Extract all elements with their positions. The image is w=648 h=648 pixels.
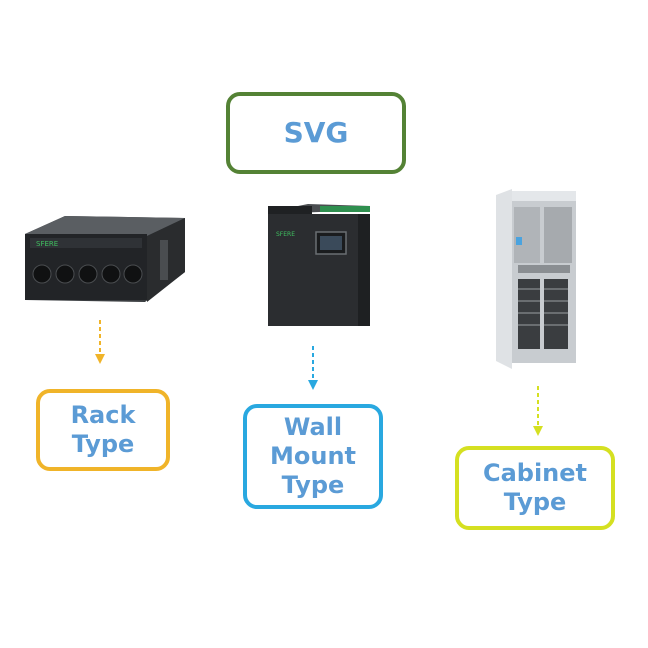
svg-title: SVG [283,116,349,150]
wall-mount-type-box: Wall Mount Type [243,404,383,509]
cabinet-arrow [533,386,543,436]
rack-device-image: SFERE [25,216,185,302]
wall-mount-device-image: SFERE [268,204,370,326]
cabinet-type-label: Cabinet Type [482,459,588,516]
cabinet-device-image [496,189,576,369]
svg-title-box: SVG [226,92,406,174]
wall-logo: SFERE [276,231,295,238]
cabinet-type-box: Cabinet Type [455,446,615,530]
rack-type-box: Rack Type [36,389,170,471]
rack-logo: SFERE [36,240,58,248]
wall-arrow [308,346,318,390]
rack-arrow [95,320,105,364]
rack-type-label: Rack Type [70,401,136,458]
wall-mount-type-label: Wall Mount Type [269,413,356,499]
